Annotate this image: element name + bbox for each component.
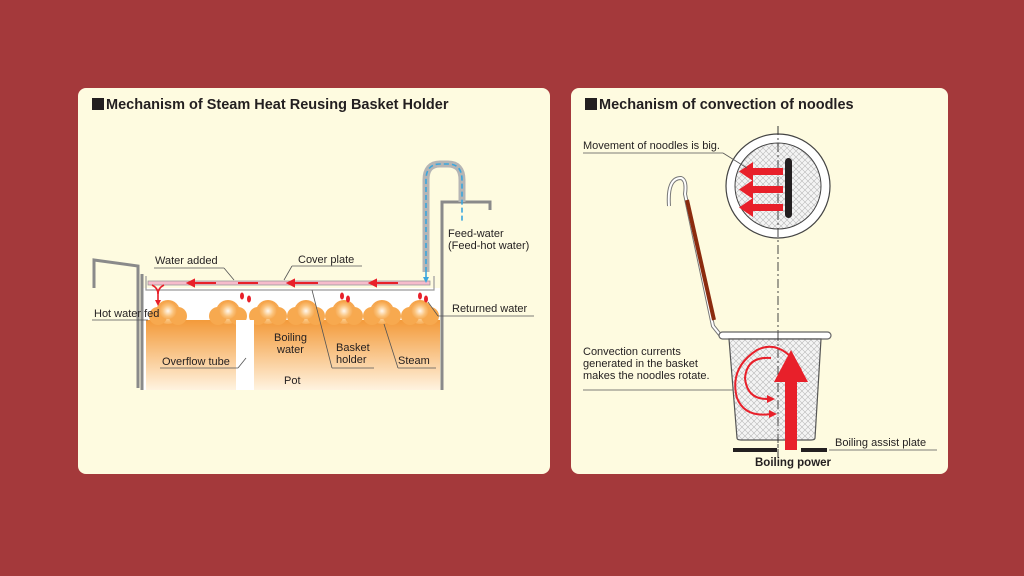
boiling-assist-plate-right [801, 448, 827, 452]
basket-handle [667, 177, 722, 337]
label-overflow-tube: Overflow tube [162, 356, 230, 368]
basket-holder-tray [145, 276, 435, 291]
steam-heat-panel: Mechanism of Steam Heat Reusing Basket H… [78, 88, 550, 474]
overflow-tube [236, 320, 254, 390]
boiling-water-left [146, 320, 236, 390]
noodle-basket [728, 338, 822, 441]
label-convection-1: Convection currents [583, 346, 681, 358]
steam-clouds [149, 300, 439, 325]
feed-water-flow [425, 163, 463, 272]
label-boiling-power: Boiling power [755, 457, 832, 469]
pot-wall-right [440, 200, 492, 390]
movement-arrows [739, 162, 783, 217]
handle-grip [685, 199, 716, 321]
label-movement: Movement of noodles is big. [583, 140, 720, 152]
flow-arrows [185, 278, 398, 288]
convection-title: Mechanism of convection of noodles [585, 97, 854, 113]
boiling-water-right [254, 320, 440, 390]
steam-heat-diagram: Water added Cover plate Feed-water (Feed… [92, 160, 534, 390]
label-feed-water-2: (Feed-hot water) [448, 240, 529, 252]
label-pot: Pot [284, 375, 301, 387]
label-boiling-2: water [276, 344, 304, 356]
noodle-strand [785, 158, 792, 218]
label-assist-plate: Boiling assist plate [835, 437, 926, 449]
returned-water-drops [240, 292, 428, 303]
square-bullet-icon [585, 98, 597, 110]
convection-curve-inner [743, 356, 772, 401]
convection-curve-outer [734, 345, 802, 416]
label-convection-3: makes the noodles rotate. [583, 370, 710, 382]
label-basket-2: holder [336, 354, 367, 366]
square-bullet-icon [92, 98, 104, 110]
steam-heat-title-text: Mechanism of Steam Heat Reusing Basket H… [106, 97, 449, 113]
label-hot-water-fed: Hot water fed [94, 308, 159, 320]
label-basket-1: Basket [336, 342, 370, 354]
boiling-assist-plate-left [733, 448, 777, 452]
basket-rim [718, 331, 832, 340]
label-water-added: Water added [155, 255, 218, 267]
convection-diagram: Movement of noodles is big. Convection c… [583, 126, 937, 469]
label-steam: Steam [398, 355, 430, 367]
label-boiling-1: Boiling [274, 332, 307, 344]
label-cover-plate: Cover plate [298, 254, 354, 266]
steam-heat-title: Mechanism of Steam Heat Reusing Basket H… [92, 97, 448, 113]
convection-panel: Mechanism of convection of noodles [571, 88, 948, 474]
label-feed-water-1: Feed-water [448, 228, 504, 240]
boiling-power-arrow [774, 350, 808, 450]
feed-pipe [422, 160, 466, 272]
label-returned-water: Returned water [452, 303, 528, 315]
label-convection-2: generated in the basket [583, 358, 698, 370]
convection-title-text: Mechanism of convection of noodles [599, 97, 854, 113]
outer-wall-left [92, 258, 140, 388]
